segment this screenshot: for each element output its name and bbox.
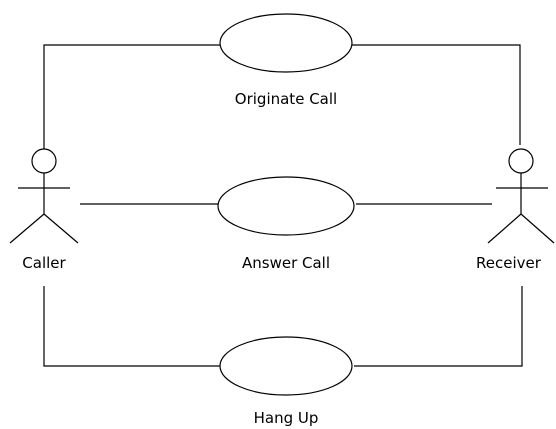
connector-caller-hang-up	[43, 286, 220, 367]
actor-receiver-right-leg	[520, 213, 555, 244]
connectors	[43, 44, 523, 367]
use-case-ellipse-answer-call	[217, 176, 355, 236]
actor-caller-right-leg	[43, 213, 79, 244]
connector-caller-originate-call	[43, 44, 220, 153]
actor-caller-label: Caller	[22, 254, 66, 272]
use-case-label-hang-up: Hang Up	[254, 409, 319, 427]
use-case-label-answer-call: Answer Call	[242, 254, 330, 272]
actor-caller-left-leg	[9, 213, 45, 244]
use-case-ellipse-hang-up	[219, 336, 353, 396]
use-case-ellipse-originate-call	[219, 13, 353, 73]
use-case-label-originate-call: Originate Call	[235, 90, 337, 108]
actor-receiver-label: Receiver	[476, 254, 542, 272]
connector-originate-call-receiver	[352, 44, 521, 145]
actor-receiver-left-leg	[487, 213, 522, 244]
actor-caller: Caller	[9, 148, 79, 272]
connector-hang-up-receiver	[354, 286, 523, 367]
actor-caller-head-icon	[31, 148, 57, 174]
use-cases: Originate Call Answer Call Hang Up	[217, 13, 355, 427]
actor-receiver: Receiver	[476, 148, 555, 272]
actor-receiver-head-icon	[508, 148, 534, 174]
